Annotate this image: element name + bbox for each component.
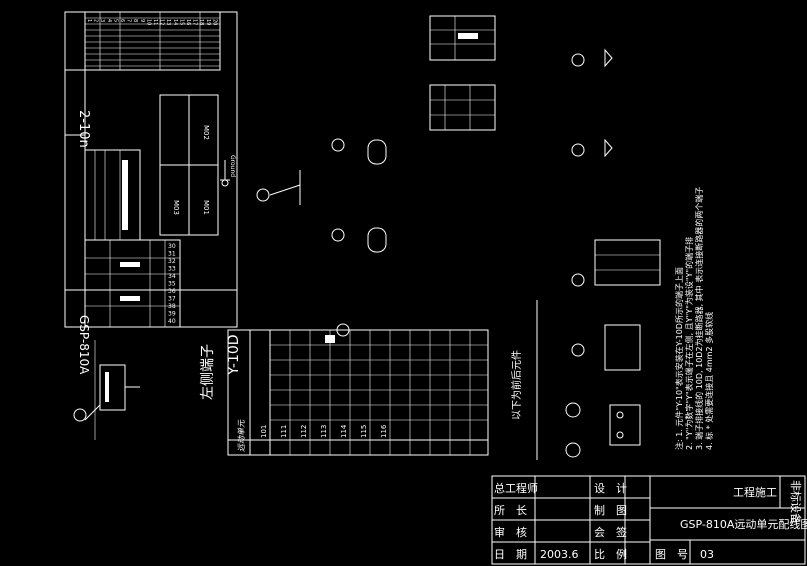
title-row-role-2: 所 长 bbox=[494, 504, 527, 517]
drawing-no: 03 bbox=[700, 548, 714, 561]
center-num-112: 112 bbox=[300, 425, 308, 438]
center-num-114: 114 bbox=[340, 424, 348, 438]
lower-terminal-number: 38 bbox=[168, 303, 176, 310]
upper-terminal-number: 6 bbox=[119, 19, 125, 22]
center-sub-label: 远动单元 bbox=[237, 419, 246, 452]
upper-terminal-number: 10 bbox=[145, 19, 151, 25]
lower-terminal-number: 32 bbox=[168, 258, 176, 265]
upper-terminal-number: 12 bbox=[159, 19, 165, 25]
frame-code: 2-10n bbox=[76, 110, 91, 148]
lamp-icon bbox=[571, 273, 585, 287]
drawing-no-label: 图 号 bbox=[655, 548, 688, 561]
upper-terminal-number: 19 bbox=[205, 19, 211, 25]
upper-terminal-number: 3 bbox=[99, 19, 105, 22]
upper-terminal-number: 4 bbox=[106, 19, 112, 22]
note-3: 3. 端子排接线的 10D, 10D2为挂断路器, 其中 表示连接断路器的两个端… bbox=[694, 187, 704, 450]
socket-icon bbox=[565, 402, 581, 418]
speaker-icon bbox=[604, 138, 613, 158]
title-row-date: 2003.6 bbox=[540, 548, 579, 561]
switch-icon bbox=[256, 188, 270, 202]
left-terminal-frame: M01 M02 M03 GSP-810A 2-10n Ground bbox=[64, 11, 238, 375]
upper-terminal-number: 7 bbox=[126, 19, 132, 22]
ground-symbol: Ground bbox=[220, 155, 236, 187]
center-terminal-grid bbox=[270, 330, 488, 455]
notes-block: 注: 1. 元件"Y-10"表示安装在Y-10D所示的端子上面 2. "Y"为数… bbox=[674, 187, 714, 450]
lower-terminal-number: 36 bbox=[168, 288, 176, 295]
note-4: 4. 标 * 处需要连接且 4mm2 多股软线 bbox=[704, 312, 714, 450]
center-num-115: 115 bbox=[360, 425, 368, 438]
lower-terminal-number: 39 bbox=[168, 311, 176, 318]
upper-terminal-number: 8 bbox=[132, 19, 138, 22]
note-2: 2. "Y"为数字"Y"表示端子在左侧, 且Y"Y"为装设"Y"的端子排 bbox=[684, 237, 694, 450]
ground-label: Ground bbox=[229, 155, 236, 177]
center-title: 左侧端子 bbox=[200, 344, 216, 400]
lamp-icon bbox=[571, 143, 585, 157]
title-row-label-3: 会 签 bbox=[594, 525, 627, 539]
left-component bbox=[73, 340, 140, 440]
lower-terminal-number: 40 bbox=[168, 318, 176, 325]
button-icon bbox=[331, 228, 345, 242]
fuse-icon bbox=[336, 323, 350, 337]
center-num-111: 111 bbox=[280, 425, 288, 438]
upper-terminal-number: 20 bbox=[211, 19, 217, 25]
title-row-label-4: 比 例 bbox=[594, 547, 627, 561]
lower-terminal-number: 33 bbox=[168, 266, 176, 273]
upper-terminal-number: 13 bbox=[165, 19, 171, 25]
title-row-role-4: 日 期 bbox=[494, 548, 527, 561]
lamp-icon bbox=[73, 408, 87, 422]
upper-terminal-number: 17 bbox=[192, 19, 198, 25]
label-m03: M03 bbox=[172, 200, 180, 215]
right-components bbox=[429, 15, 661, 458]
lamp-icon bbox=[571, 343, 585, 357]
drawing-title: GSP-810A远动单元配线图 bbox=[680, 517, 807, 531]
speaker-icon bbox=[604, 48, 613, 68]
label-m01: M01 bbox=[202, 200, 210, 215]
label-m02: M02 bbox=[202, 125, 210, 140]
note-1: 注: 1. 元件"Y-10"表示安装在Y-10D所示的端子上面 bbox=[674, 267, 684, 450]
upper-terminal-number: 14 bbox=[172, 19, 178, 25]
button-icon bbox=[331, 138, 345, 152]
upper-terminal-number: 16 bbox=[185, 19, 191, 25]
title-row-label-2: 制 图 bbox=[594, 504, 627, 517]
company-sub: 非标设备 bbox=[789, 480, 803, 524]
center-tag: Y-10D bbox=[226, 334, 242, 376]
upper-terminal-number: 1 bbox=[86, 19, 92, 22]
upper-terminal-number: 18 bbox=[198, 19, 204, 25]
upper-terminal-number: 2 bbox=[93, 19, 99, 22]
company-name: 工程施工 bbox=[733, 486, 777, 499]
lower-terminal-number: 34 bbox=[168, 273, 176, 280]
center-num-116: 116 bbox=[380, 424, 388, 438]
upper-terminal-number: 9 bbox=[139, 19, 145, 22]
lower-terminal-number: 37 bbox=[168, 296, 176, 303]
lower-terminal-number: 31 bbox=[168, 251, 176, 258]
title-row-label-1: 设 计 bbox=[594, 482, 627, 495]
socket-icon bbox=[565, 442, 581, 458]
title-row-role-1: 总工程师 bbox=[494, 481, 538, 495]
upper-terminal-number: 5 bbox=[112, 19, 118, 22]
upper-terminal-number: 15 bbox=[178, 19, 184, 25]
caption-text: 以下为前后元件 bbox=[510, 350, 523, 420]
center-terminal-block: 左侧端子 Y-10D 远动单元 101 111 112 113 114 115 … bbox=[200, 329, 489, 456]
center-num-113: 113 bbox=[320, 425, 328, 438]
frame-model: GSP-810A bbox=[77, 315, 91, 375]
upper-terminal-number: 11 bbox=[152, 19, 158, 25]
middle-components bbox=[256, 138, 387, 343]
lower-terminal-number: 30 bbox=[168, 243, 176, 250]
title-block: 总工程师 设 计 所 长 制 图 审 核 会 签 日 期 2003.6 比 例 … bbox=[491, 475, 807, 565]
lower-terminal-number: 35 bbox=[168, 281, 176, 288]
title-row-role-3: 审 核 bbox=[494, 525, 527, 539]
center-num-101: 101 bbox=[260, 425, 268, 438]
lamp-icon bbox=[571, 53, 585, 67]
upper-terminal-rows bbox=[85, 12, 220, 70]
